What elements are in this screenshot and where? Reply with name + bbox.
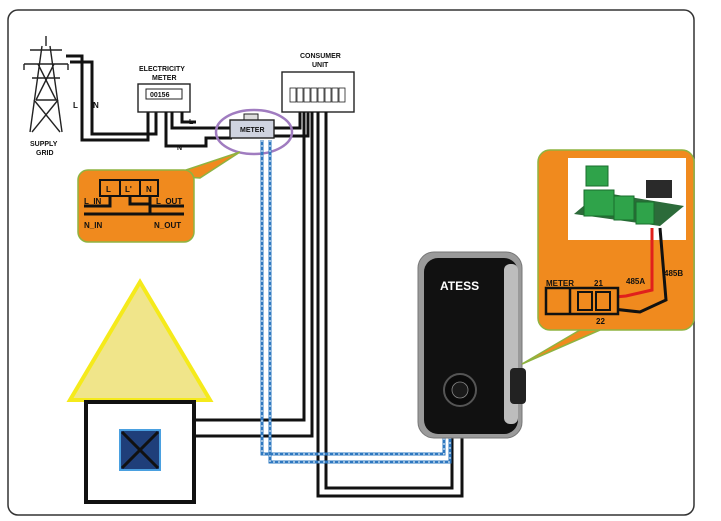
ev-charger: ATESS [417, 251, 526, 439]
meter-out-wires [164, 112, 310, 148]
grid-n-label: N [93, 101, 99, 110]
meter-l-label: L [189, 119, 194, 126]
meter-n-label: N [177, 145, 182, 152]
rs485-meter-label: METER [546, 279, 574, 288]
meter-wiring-callout [77, 151, 241, 243]
rs485-pin22: 22 [596, 317, 605, 326]
house [66, 278, 214, 504]
grid-wires [66, 54, 158, 142]
ct-meter [229, 119, 275, 139]
charger-wires [316, 112, 464, 498]
ct-meter-label: METER [240, 127, 265, 134]
electricity-meter-title-2: METER [152, 75, 177, 82]
meter-reading: 00156 [150, 92, 170, 99]
detail-n-out: N_OUT [154, 221, 181, 230]
house-body [84, 400, 196, 504]
detail-n: N [146, 185, 152, 194]
house-wires [196, 112, 314, 438]
rs485-callout [521, 149, 695, 365]
pylon-icon [23, 36, 69, 133]
rs485-485b: 485B [664, 269, 683, 278]
consumer-unit-breakers [289, 87, 346, 103]
charger-brand: ATESS [440, 279, 479, 293]
supply-grid-label-1: SUPPLY [30, 141, 58, 148]
detail-n-in: N_IN [84, 221, 102, 230]
detail-l-in: L_IN [84, 197, 102, 206]
detail-l: L [106, 185, 111, 194]
rs485-cables [260, 140, 452, 464]
detail-l-out: L_OUT [156, 197, 182, 206]
rs485-pin21: 21 [594, 279, 603, 288]
wire-485b [603, 227, 668, 314]
consumer-unit-title-1: CONSUMER [300, 53, 341, 60]
ct-meter-top [243, 113, 259, 121]
grid-l-label: L [73, 101, 78, 110]
consumer-unit-title-2: UNIT [312, 62, 329, 69]
electricity-meter-title-1: ELECTRICITY [139, 66, 185, 73]
detail-lprime: L' [125, 185, 132, 194]
meter-display [145, 88, 183, 100]
rs485-485a: 485A [626, 277, 645, 286]
supply-grid-label-2: GRID [36, 150, 54, 157]
meter-highlight-ring [214, 108, 294, 156]
